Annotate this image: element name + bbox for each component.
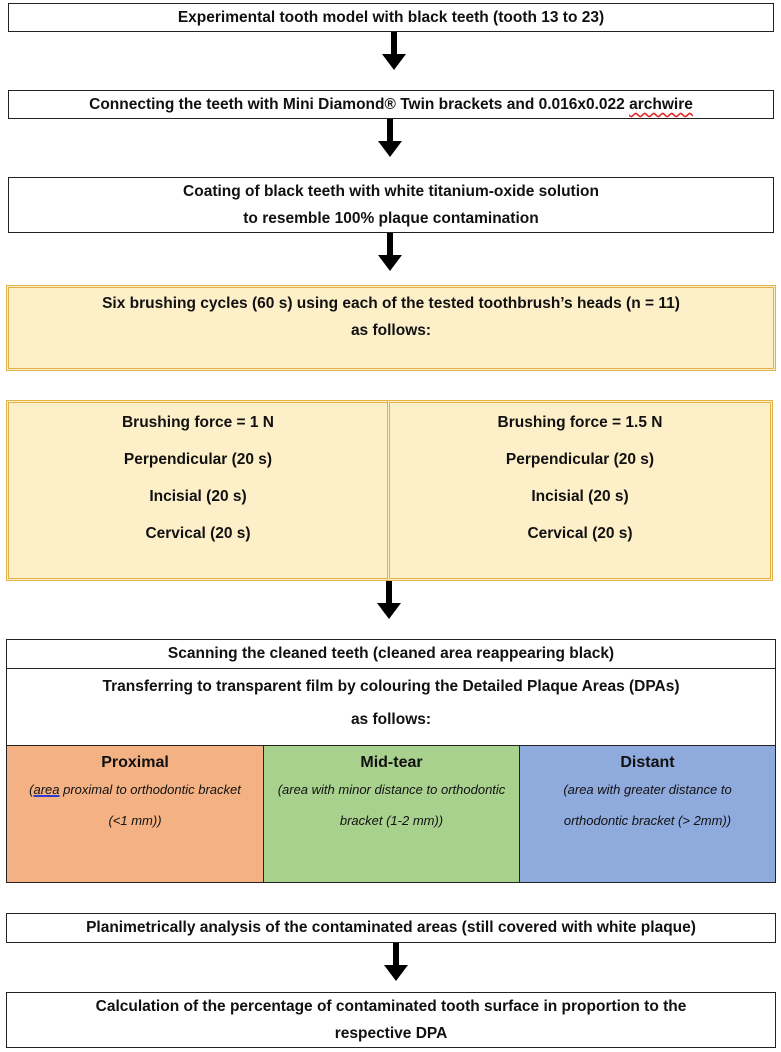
- step-3-box: Coating of black teeth with white titani…: [8, 177, 774, 233]
- transfer-line2: as follows:: [350, 710, 432, 728]
- step-2-box: Connecting the teeth with Mini Diamond® …: [8, 90, 774, 119]
- step-2-text: Connecting the teeth with Mini Diamond® …: [89, 91, 693, 118]
- step-7-line1: Calculation of the percentage of contami…: [95, 997, 687, 1015]
- brushing-left-incisial: Incisial (20 s): [149, 488, 247, 505]
- step-6-box: Planimetrically analysis of the contamin…: [6, 913, 776, 943]
- step-1-text: Experimental tooth model with black teet…: [177, 8, 605, 26]
- scan-box: Scanning the cleaned teeth (cleaned area…: [6, 639, 776, 669]
- brushing-right-incisial: Incisial (20 s): [531, 488, 629, 505]
- brushing-right-column: Brushing force = 1.5 N Perpendicular (20…: [387, 398, 773, 552]
- dpa-midtear-desc: (area with minor distance to orthodontic…: [277, 782, 506, 828]
- arrow-down-icon: [384, 943, 408, 981]
- brushing-right-cervical: Cervical (20 s): [527, 525, 633, 542]
- step-2-archwire: archwire: [629, 95, 693, 113]
- transfer-line1: Transferring to transparent film by colo…: [102, 678, 680, 695]
- brushing-left-perpendicular: Perpendicular (20 s): [123, 451, 273, 468]
- step-3-line1: Coating of black teeth with white titani…: [183, 182, 599, 200]
- dpa-distant-cell: Distant (area with greater distance to o…: [519, 745, 776, 883]
- step-3-line2: to resemble 100% plaque contamination: [243, 210, 539, 227]
- arrow-down-icon: [378, 119, 402, 157]
- step-4-box: Six brushing cycles (60 s) using each of…: [6, 285, 776, 371]
- step-2-prefix: Connecting the teeth with Mini Diamond® …: [89, 95, 630, 113]
- dpa-midtear-cell: Mid-tear (area with minor distance to or…: [263, 745, 520, 883]
- step-7-line2: respective DPA: [334, 1025, 448, 1042]
- arrow-down-icon: [377, 581, 401, 619]
- dpa-proximal-cell: Proximal (area proximal to orthodontic b…: [6, 745, 264, 883]
- step-4-line2: as follows:: [350, 322, 432, 340]
- dpa-proximal-title: Proximal: [101, 754, 169, 771]
- step-7-box: Calculation of the percentage of contami…: [6, 992, 776, 1048]
- brushing-left-force: Brushing force = 1 N: [121, 414, 275, 431]
- brushing-right-perpendicular: Perpendicular (20 s): [505, 451, 655, 468]
- dpa-distant-desc: (area with greater distance to orthodont…: [563, 782, 732, 828]
- step-4-line1: Six brushing cycles (60 s) using each of…: [102, 295, 680, 312]
- transfer-box: Transferring to transparent film by colo…: [6, 668, 776, 746]
- step-1-box: Experimental tooth model with black teet…: [8, 3, 774, 32]
- brushing-left-column: Brushing force = 1 N Perpendicular (20 s…: [6, 398, 390, 552]
- arrow-down-icon: [378, 233, 402, 271]
- step-6-text: Planimetrically analysis of the contamin…: [86, 919, 696, 937]
- brushing-left-cervical: Cervical (20 s): [145, 525, 251, 542]
- dpa-distant-title: Distant: [620, 754, 675, 771]
- dpa-midtear-title: Mid-tear: [360, 754, 423, 771]
- scan-text: Scanning the cleaned teeth (cleaned area…: [167, 645, 615, 663]
- brushing-right-force: Brushing force = 1.5 N: [497, 414, 663, 431]
- brushing-force-1-5n-box: [387, 400, 773, 581]
- dpa-proximal-desc: (area proximal to orthodontic bracket (<…: [29, 782, 241, 828]
- arrow-down-icon: [382, 32, 406, 70]
